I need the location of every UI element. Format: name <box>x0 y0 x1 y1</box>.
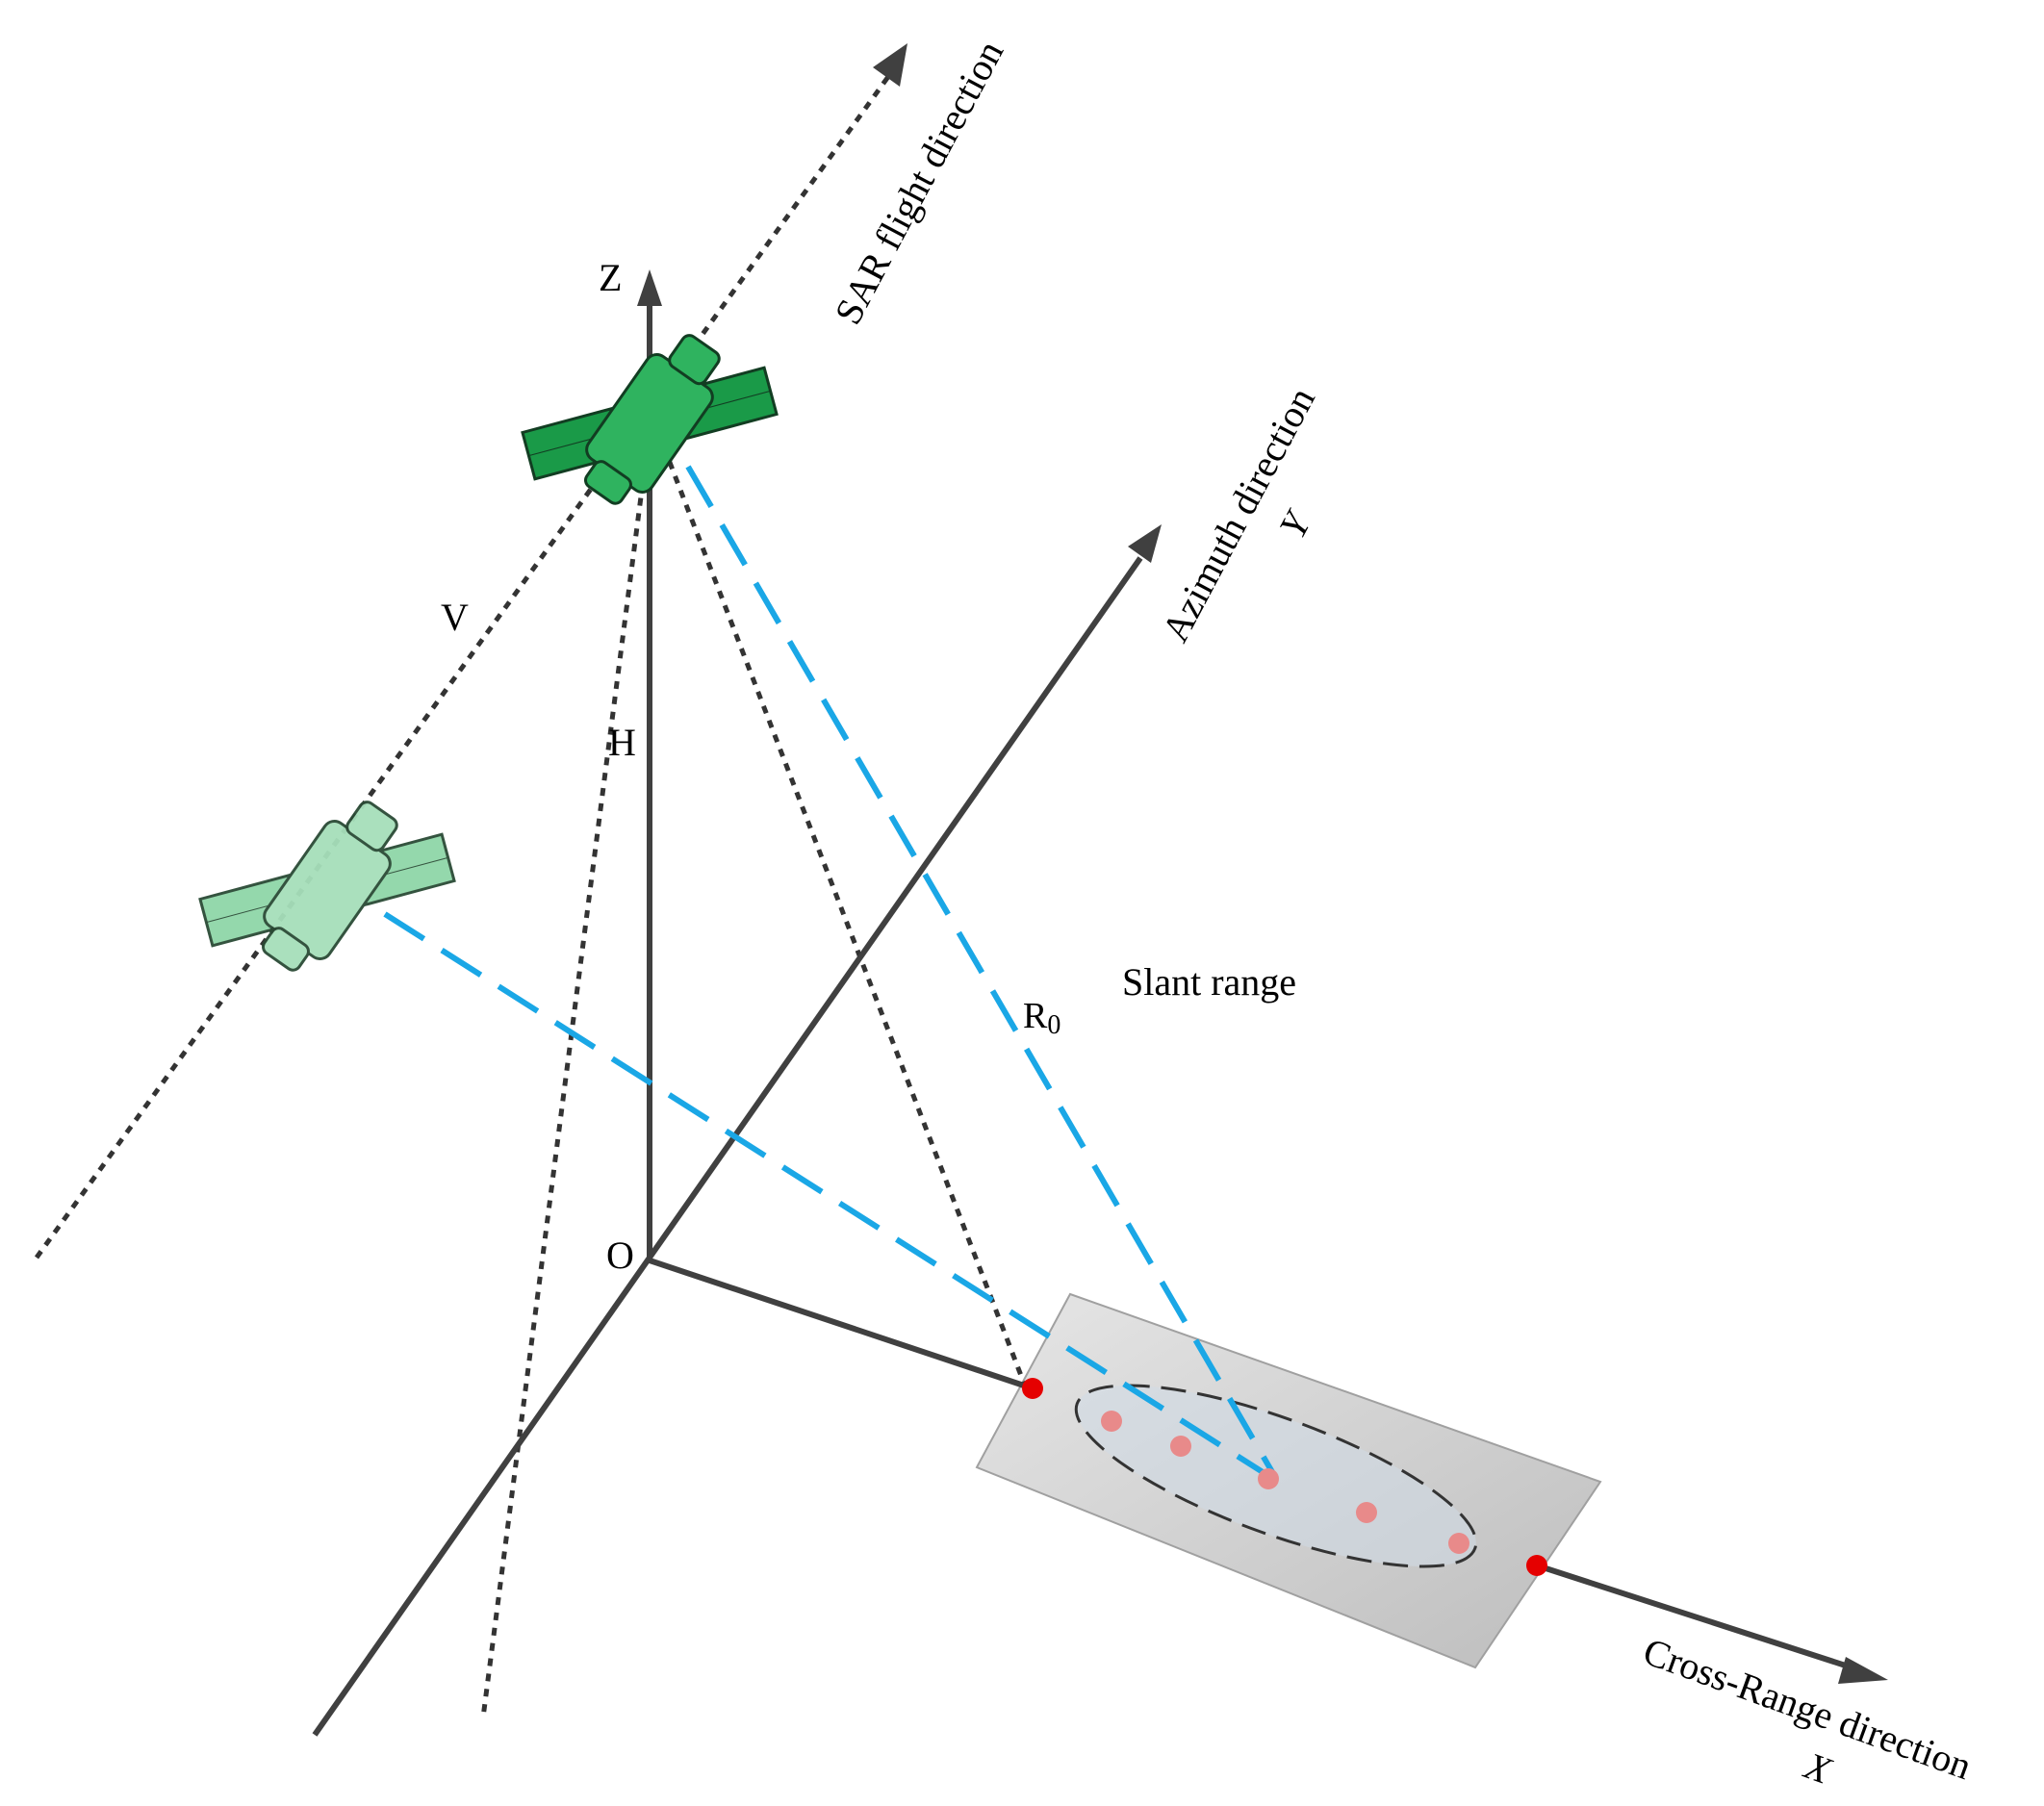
r0-subscript: 0 <box>1047 1010 1060 1040</box>
y-axis <box>312 556 1143 1737</box>
patch-corner-point-far <box>1526 1555 1547 1576</box>
x-axis-segment-2 <box>1536 1563 1858 1672</box>
x-axis-label: X <box>1798 1742 1838 1793</box>
scatterer-point <box>1258 1468 1279 1489</box>
x-arrow-head <box>1838 1657 1888 1684</box>
beam-line-second <box>383 911 1272 1480</box>
scatterer-point <box>1448 1533 1469 1554</box>
slant-range-label: Slant range <box>1122 960 1296 1004</box>
scatterer-point <box>1170 1436 1191 1457</box>
height-label: H <box>608 721 636 764</box>
r0-label: R0 <box>1023 996 1060 1040</box>
x-axis-segment-1 <box>649 1258 1034 1391</box>
z-axis-label: Z <box>599 256 622 299</box>
r0-main-text: R <box>1023 996 1048 1036</box>
y-axis-label: Y <box>1270 502 1320 545</box>
nadir-dotted-line <box>480 451 650 1718</box>
scatterer-point <box>1101 1411 1122 1432</box>
y-arrow-head <box>1128 524 1162 563</box>
flight-arrow-head <box>873 43 907 87</box>
velocity-label: V <box>441 596 469 639</box>
satellite-icon <box>198 801 456 972</box>
origin-label: O <box>606 1234 634 1277</box>
flight-path-line <box>34 65 898 1259</box>
sar-flight-direction-label: SAR flight direction <box>826 34 1011 332</box>
scatterer-point <box>1356 1502 1377 1523</box>
near-edge-dotted-line <box>661 446 1028 1386</box>
z-arrow-head <box>637 269 662 306</box>
satellite-icon <box>521 334 779 505</box>
azimuth-direction-label: Azimuth direction <box>1153 380 1323 649</box>
patch-corner-point-near <box>1022 1378 1043 1399</box>
beam-line-main <box>685 465 1278 1479</box>
